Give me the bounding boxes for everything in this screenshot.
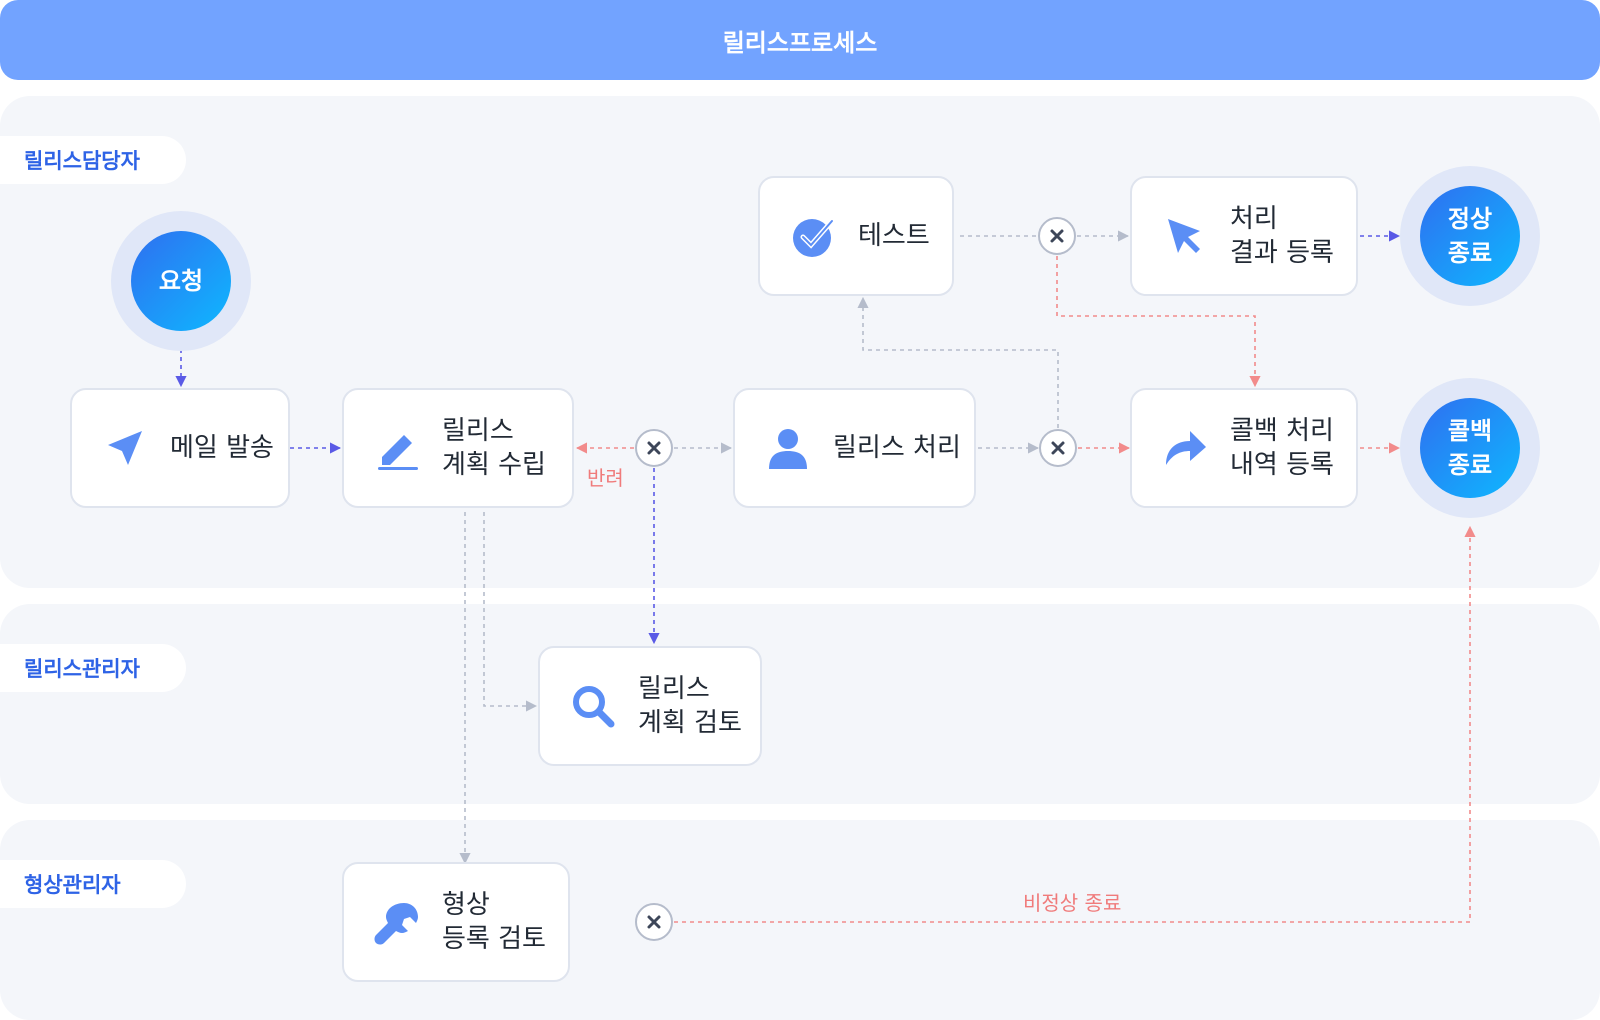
flow-abnormal-to-rollback-end [674, 525, 1476, 923]
task-send-mail-label: 메일 발송 [170, 433, 274, 463]
pencil-icon [378, 435, 418, 470]
gateway-test-decision [1038, 217, 1076, 255]
start-event-label: 요청 [131, 231, 231, 331]
lane-release-manager [0, 604, 1600, 804]
task-test-label: 테스트 [858, 221, 930, 251]
start-event-request: 요청 [111, 211, 251, 351]
gateway-config-decision [635, 903, 673, 941]
page-title: 릴리스프로세스 [0, 0, 1600, 80]
note-reject: 반려 [587, 466, 624, 490]
share-arrow-icon [1166, 431, 1206, 465]
user-icon [769, 429, 807, 469]
close-icon [647, 915, 661, 929]
task-test[interactable]: 테스트 [758, 176, 954, 296]
lane-label-manager: 릴리스관리자 [0, 644, 186, 692]
task-release-process-label: 릴리스 처리 [833, 433, 961, 463]
cursor-icon [1168, 219, 1200, 253]
paper-plane-icon [108, 431, 142, 465]
check-circle-icon [793, 218, 835, 257]
close-icon [1050, 229, 1064, 243]
lane-config-manager [0, 820, 1600, 1020]
lane-label-owner: 릴리스담당자 [0, 136, 186, 184]
search-icon [573, 686, 615, 728]
close-icon [1051, 441, 1065, 455]
flow-plan-to-review [483, 512, 538, 712]
flow-gw2-to-test [857, 296, 1059, 428]
task-send-mail[interactable]: 메일 발송 [70, 388, 290, 508]
close-icon [647, 441, 661, 455]
lane-label-config: 형상관리자 [0, 860, 186, 908]
wrench-icon [374, 903, 418, 945]
gateway-plan-decision [635, 429, 673, 467]
task-release-process[interactable]: 릴리스 처리 [733, 388, 976, 508]
note-abnormal-end: 비정상 종료 [1023, 891, 1122, 915]
gateway-process-decision [1039, 429, 1077, 467]
